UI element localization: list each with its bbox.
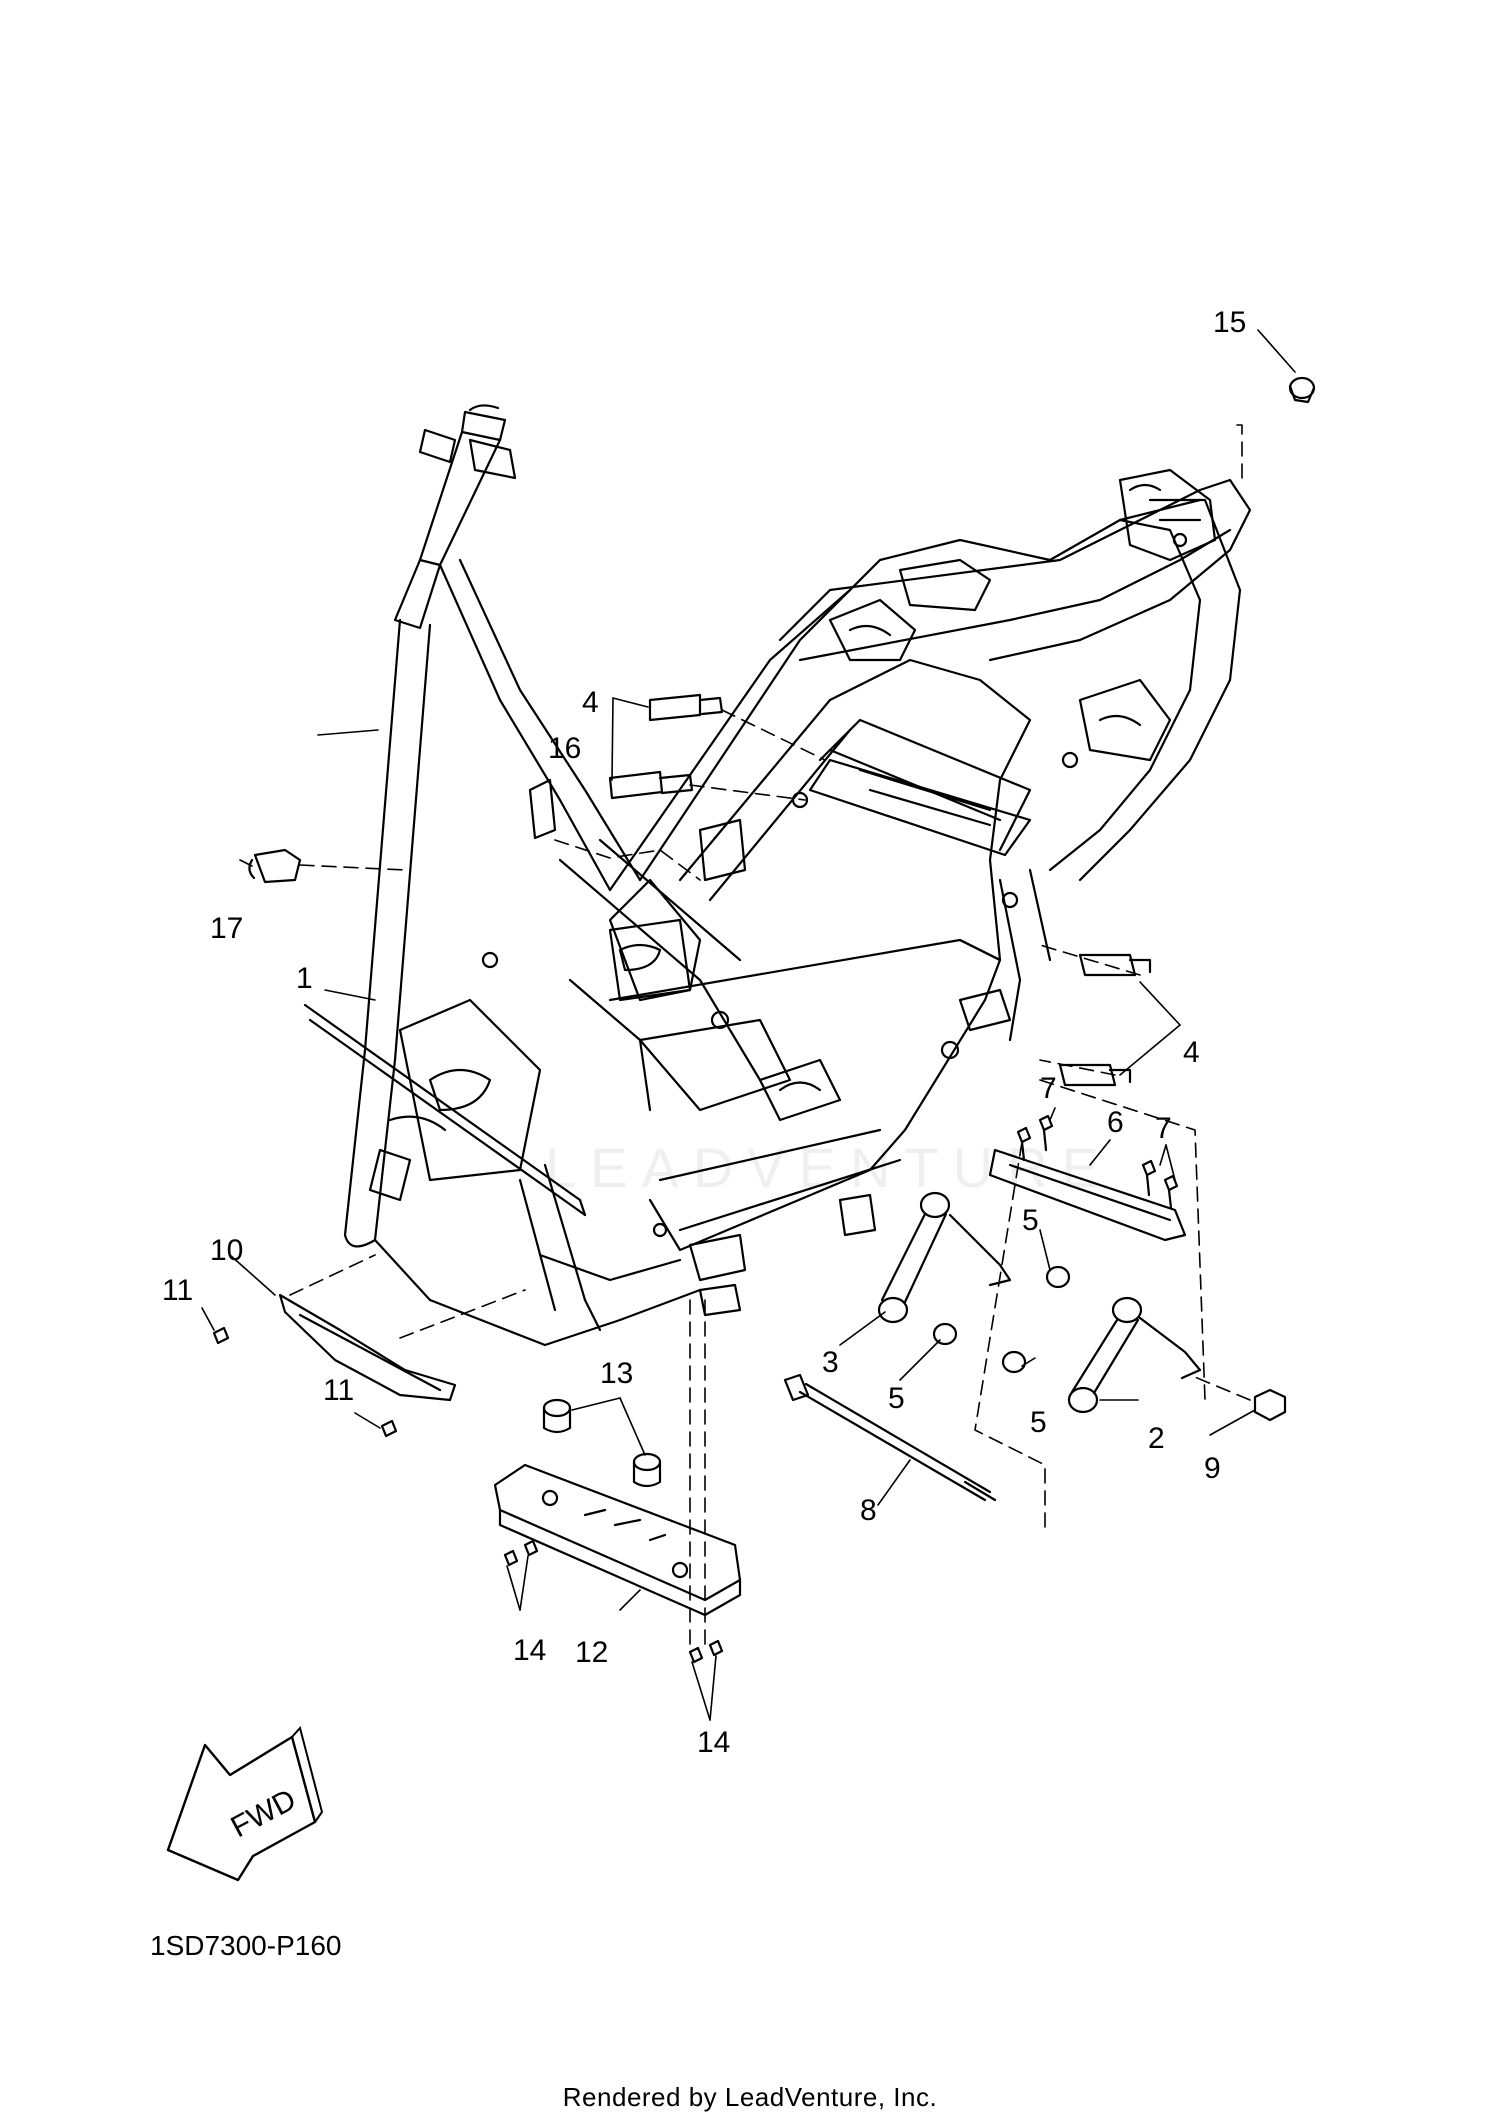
callout-14-left: 14 <box>513 1634 546 1667</box>
bushings-part-5 <box>932 1265 1071 1374</box>
diagram-code: 1SD7300-P160 <box>150 1930 342 1961</box>
plate-part-12 <box>493 1463 742 1617</box>
callout-5-upper: 5 <box>1022 1204 1039 1237</box>
bolts-part-4-upper <box>608 693 724 800</box>
link-part-2 <box>1067 1296 1202 1414</box>
callout-13: 13 <box>600 1357 633 1390</box>
bracket-part-6 <box>988 1148 1187 1242</box>
assembly-lines <box>289 424 1251 1651</box>
bolts-part-4-lower <box>1058 953 1152 1087</box>
screws-part-14 <box>503 1539 724 1664</box>
screws-part-11 <box>212 1326 398 1438</box>
leader-lines <box>201 329 1296 1721</box>
callout-9: 9 <box>1204 1452 1221 1485</box>
nut-part-9 <box>1253 1388 1287 1422</box>
callout-7-right: 7 <box>1155 1112 1172 1145</box>
callout-4-upper: 4 <box>582 686 599 719</box>
callout-5-middle: 5 <box>888 1382 905 1415</box>
callout-10: 10 <box>210 1234 243 1267</box>
watermark: LEADVENTURE <box>545 1136 1113 1199</box>
cover-part-10 <box>278 1293 457 1402</box>
link-part-3 <box>877 1191 1012 1324</box>
callout-14-right: 14 <box>697 1726 730 1759</box>
callout-1: 1 <box>296 962 313 995</box>
callout-2: 2 <box>1148 1422 1165 1455</box>
callout-11-upper: 11 <box>162 1274 193 1307</box>
callout-15: 15 <box>1213 306 1246 339</box>
frame-part-1 <box>303 404 1252 1347</box>
callout-6: 6 <box>1107 1106 1124 1139</box>
rendered-by-footer: Rendered by LeadVenture, Inc. <box>562 2082 938 2112</box>
label-part-16 <box>528 778 557 840</box>
fwd-arrow: FWD <box>166 1725 324 1882</box>
callout-16: 16 <box>548 732 581 765</box>
callout-8: 8 <box>860 1494 877 1527</box>
callout-labels: 15 4 16 17 1 4 7 6 7 5 10 11 3 5 13 11 5… <box>162 306 1246 1759</box>
callout-3: 3 <box>822 1346 839 1379</box>
cap-part-15 <box>1288 376 1316 404</box>
bolts-part-7 <box>1016 1114 1179 1210</box>
switch-part-17 <box>248 848 302 884</box>
callout-12: 12 <box>575 1636 608 1669</box>
callout-11-lower: 11 <box>323 1374 354 1407</box>
callout-17: 17 <box>210 912 243 945</box>
bolt-part-8 <box>783 1373 997 1502</box>
callout-7-left: 7 <box>1040 1072 1057 1105</box>
collars-part-13 <box>542 1398 662 1488</box>
callout-5-lower: 5 <box>1030 1406 1047 1439</box>
callout-4-lower: 4 <box>1183 1036 1200 1069</box>
